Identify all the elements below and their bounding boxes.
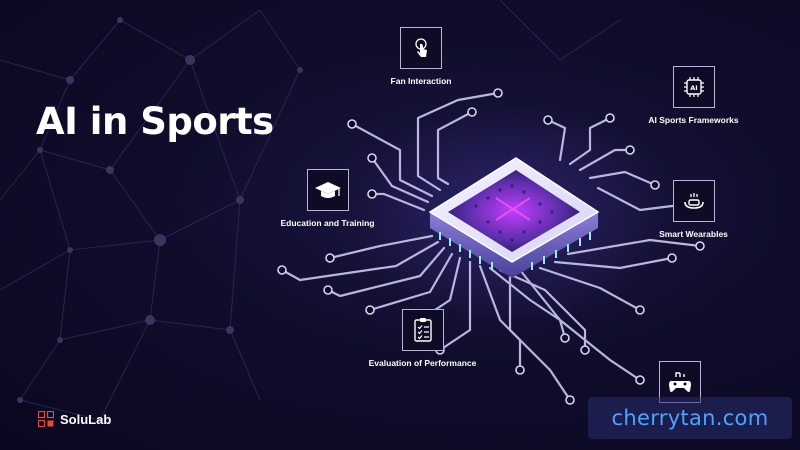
feature-label: Education and Training [280, 218, 375, 228]
feature-ai-frameworks: AI AI Sports Frameworks [636, 66, 751, 125]
brand-logo: SoluLab [38, 411, 111, 427]
feature-label: AI Sports Frameworks [648, 115, 739, 125]
evaluation-icon-box [401, 309, 444, 351]
feature-evaluation: Evaluation of Performance [360, 309, 485, 368]
smart-wearables-icon-box [672, 180, 715, 222]
education-icon-box [306, 169, 349, 211]
ai-frameworks-icon-box: AI [672, 66, 715, 108]
graduation-cap-icon [314, 182, 341, 198]
gaming-icon-box [659, 361, 701, 403]
feature-label: Evaluation of Performance [368, 358, 477, 368]
watermark-banner: cherrytan.com [588, 397, 792, 439]
feature-label: Fan Interaction [390, 76, 452, 86]
feature-fan-interaction: Fan Interaction [381, 27, 461, 86]
feature-gaming [650, 361, 710, 410]
touch-icon [415, 38, 427, 57]
gamepad-icon [669, 372, 691, 392]
feature-smart-wearables: Smart Wearables [646, 180, 741, 239]
chip-led-grid [474, 184, 554, 242]
chip-pins [439, 232, 591, 270]
wearable-band-icon [683, 193, 704, 209]
feature-education: Education and Training [270, 169, 385, 228]
ai-chip-icon: AI [683, 77, 704, 97]
checklist-icon [413, 318, 432, 342]
brand-name: SoluLab [60, 411, 112, 427]
page-title: AI in Sports [36, 100, 274, 143]
watermark-text: cherrytan.com [611, 406, 769, 430]
background-nodes [17, 17, 303, 423]
fan-interaction-icon-box [400, 27, 442, 69]
solulab-logo-mark [38, 411, 54, 427]
feature-label: Smart Wearables [659, 229, 728, 239]
svg-text:AI: AI [690, 84, 697, 92]
processor-chip [428, 157, 600, 278]
circuit-traces [280, 91, 702, 402]
